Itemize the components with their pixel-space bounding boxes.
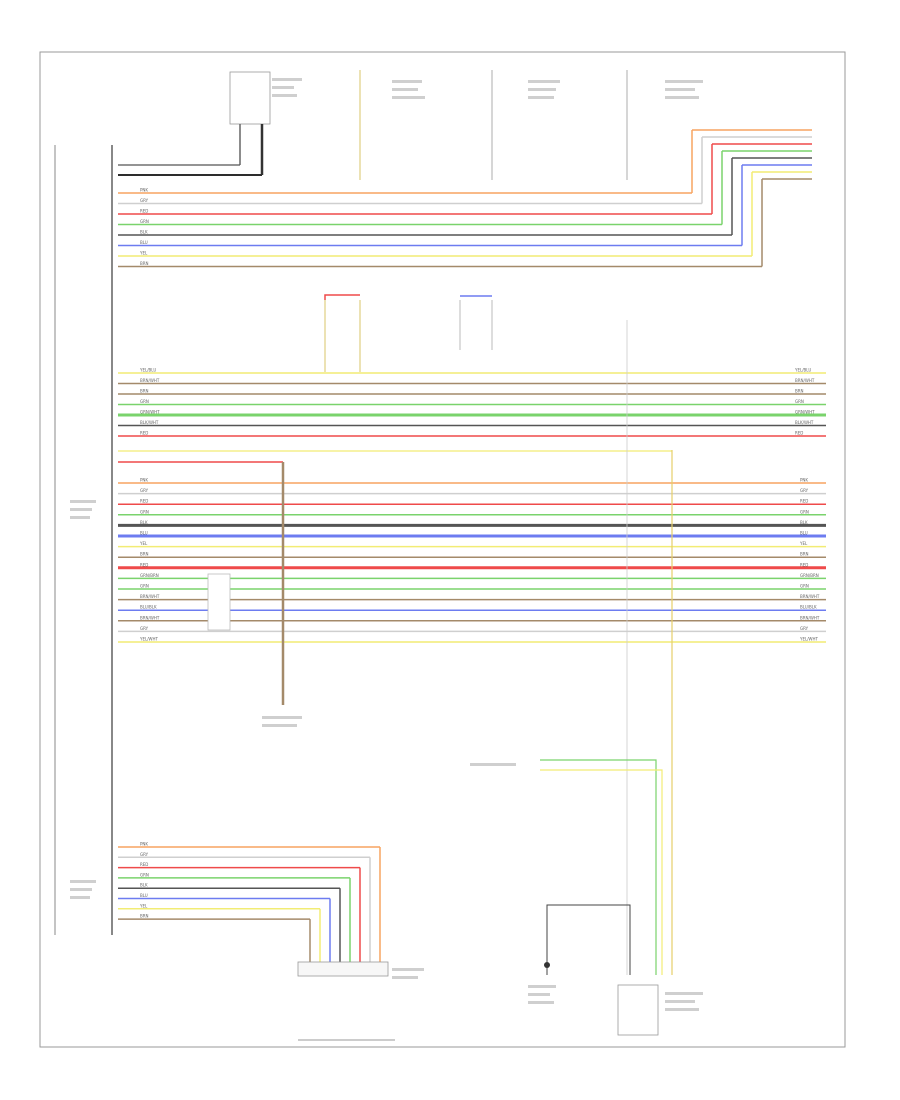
wire-mid-label-right: BLK/WHT <box>795 420 814 425</box>
wire-group-bottom: PNK GRY RED GRN BLK BLU YEL BRN <box>118 842 381 965</box>
wire-main-label: YEL/WHT <box>139 637 159 642</box>
wire-main-label: BLU <box>140 531 148 536</box>
wire-main-label-right: YEL <box>799 541 808 546</box>
wire-main-label: BRN/WHT <box>140 594 160 599</box>
wire-top-label: RED <box>140 209 148 214</box>
wire-main-label-right: BLK <box>800 520 808 525</box>
wire-main-label: BRN <box>140 552 149 557</box>
wire-main-label-right: GRN <box>800 509 809 514</box>
wire-group-main: PNK PNK GRY GRY RED RED GRN GRN BLK BLK BLU BLU YEL Y… <box>118 450 826 643</box>
wire-main-label: YEL <box>139 541 148 546</box>
wire-main-label-right: RED <box>800 562 808 567</box>
bottom-connector <box>297 961 389 977</box>
splice-block <box>207 573 231 631</box>
wire-group-top: PNK GRY RED GRN BLK BLU YEL BRN <box>118 129 812 268</box>
wire-main-label-right: BLU/BLK <box>800 605 817 610</box>
wire-main-label: BRN/WHT <box>140 615 160 620</box>
wire-main-label: GRY <box>140 488 149 493</box>
wire-main-label: BLU/BLK <box>140 605 157 610</box>
wire-mid-label-right: YEL/BLU <box>794 368 811 373</box>
wire-mid-label: BRN <box>140 389 149 394</box>
wire-main-label: RED <box>140 499 148 504</box>
wire-top-label: YEL <box>139 251 148 256</box>
wire-main-label-right: PNK <box>800 478 808 483</box>
harness-yellow-pair <box>540 769 663 975</box>
wire-main-label-right: BRN/WHT <box>800 594 820 599</box>
wire-main-label: BLK <box>140 520 148 525</box>
wire-main-label-right: YEL/WHT <box>799 637 819 642</box>
wire-bottom-label: PNK <box>140 842 148 847</box>
wire-main-label-right: GRN <box>800 584 809 589</box>
wire-main-label-right: BRN/WHT <box>800 615 820 620</box>
jumper-wire-red <box>324 294 360 300</box>
label-placeholders <box>70 78 703 1011</box>
wire-mid-label: GRN <box>140 399 149 404</box>
wire-main-label-right: BRN <box>800 552 809 557</box>
sensor-node <box>544 962 550 968</box>
wire-bottom-label: BRN <box>140 914 149 919</box>
wire-top-label: PNK <box>140 188 148 193</box>
wire-top-label: BRN <box>140 261 149 266</box>
wire-main-label: PNK <box>140 478 148 483</box>
wire-bottom-label: GRY <box>140 852 149 857</box>
wire-main-label: GRN <box>140 509 149 514</box>
wire-mid-label-right: BRN/WHT <box>795 378 815 383</box>
wire-main-label: GRY <box>140 626 149 631</box>
harness-green-pair <box>540 759 657 975</box>
wire-main-label: GRN/BRN <box>140 573 159 578</box>
wire-bottom-label: GRN <box>140 872 149 877</box>
component-box-1 <box>229 71 271 125</box>
wire-mid-label-right: RED <box>795 431 803 436</box>
page-border <box>39 51 846 1048</box>
wire-top-label: BLK <box>140 230 148 235</box>
wire-main-label-right: RED <box>800 499 808 504</box>
wire-bottom-label: BLK <box>140 883 148 888</box>
ground-loop <box>546 904 631 975</box>
wire-bottom-label: YEL <box>139 903 148 908</box>
wire-mid-label: GRN/WHT <box>140 410 160 415</box>
wire-mid-label: RED <box>140 431 148 436</box>
wire-group-middle: YEL/BLU YEL/BLU BRN/WHT BRN/WHT BRN BRN GRN GRN… <box>118 368 826 437</box>
wire-bottom-label: BLU <box>140 893 148 898</box>
wire-main-label: RED <box>140 562 148 567</box>
wire-mid-label-right: GRN/WHT <box>795 410 815 415</box>
wire-top-label: BLU <box>140 240 148 245</box>
wire-mid-label: BLK/WHT <box>140 420 159 425</box>
wire-top-label: GRN <box>140 219 149 224</box>
wire-mid-label-right: BRN <box>795 389 804 394</box>
wire-mid-label: YEL/BLU <box>139 368 156 373</box>
wire-bottom-label: RED <box>140 862 148 867</box>
wire-main-label: GRN <box>140 584 149 589</box>
lower-right-component-box <box>617 984 659 1036</box>
wire-main-label-right: GRN/BRN <box>800 573 819 578</box>
wire-mid-label: BRN/WHT <box>140 378 160 383</box>
wire-top-label: GRY <box>140 198 149 203</box>
wire-mid-label-right: GRN <box>795 399 804 404</box>
wire-main-label-right: GRY <box>800 488 809 493</box>
wire-main-label-right: BLU <box>800 531 808 536</box>
wire-main-label-right: GRY <box>800 626 809 631</box>
